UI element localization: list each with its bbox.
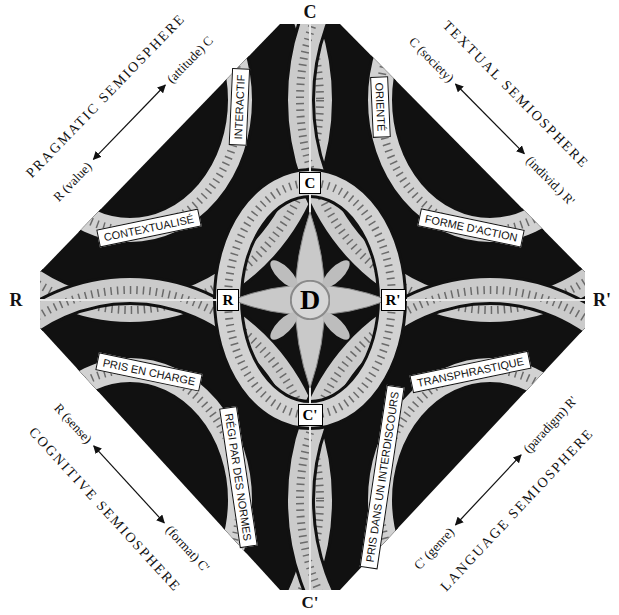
band [0,290,320,615]
band-texture [300,0,619,310]
band-texture [380,370,600,615]
pole-label: C' (genre) [410,524,456,572]
pole-label: (attitude) C [164,32,216,85]
band-outline [380,370,600,615]
band [228,183,392,415]
node-text: RÉGI PAR DES NORMES [223,413,254,542]
band-texture [0,290,320,615]
semiosphere-name: LANGUAGE SEMIOSPHERE [437,426,597,595]
band [300,290,619,615]
node-text: FORME D'ACTION [424,213,519,244]
node-text: PRIS EN CHARGE [102,356,197,387]
band-label-box: PRIS DANS UN INTERDISCOURS [359,385,404,570]
band-label-box: TRANSPHRASTIQUE [410,351,532,393]
pole-label: C (society) [406,34,457,85]
band-outline [300,0,619,310]
semiosphere-name: PRAGMATIC SEMIOSPHERE [23,10,189,181]
band-outline [20,0,240,230]
band [20,0,240,230]
node-text: C' [303,407,318,423]
band-texture [20,0,240,230]
node-text: ORIENTÉ [373,82,387,131]
band-label-box: ORIENTÉ [370,76,391,138]
node-text: TRANSPHRASTIQUE [416,355,525,389]
pole-label: (format) C' [163,522,213,575]
band [380,0,600,230]
band-outline [20,370,240,615]
band-texture [380,0,600,230]
band [0,0,320,310]
band-outline [0,290,320,615]
node-text: C [305,175,316,191]
band-outline [0,0,320,310]
node-text: CONTEXTUALISÉ [103,213,195,243]
band-texture [228,183,392,415]
center-node: D [290,280,330,320]
band-label-box: RÉGI PAR DES NORMES [219,406,258,548]
band-outline [300,290,619,615]
band-label-box: CONTEXTUALISÉ [96,209,201,248]
node-text: INTERACTIF [232,74,247,139]
band-label-box: PRIS EN CHARGE [95,352,203,391]
node-text: D [300,284,320,315]
pole-label: R (value) [50,159,95,204]
band-label-box: INTERACTIF [229,68,250,146]
axis-box: C [299,172,321,194]
band [300,0,619,310]
axis-letter: C [304,2,317,22]
axis-letter: C' [302,593,319,612]
band-outline [228,183,392,415]
band [380,370,600,615]
band [20,370,240,615]
axis-box: R [217,289,239,311]
axis-box: R' [381,289,406,311]
semiosphere-name: TEXTUAL SEMIOSPHERE [440,18,593,172]
band-texture [20,370,240,615]
axis-letter: R [10,290,23,310]
axis-letter: R' [593,290,611,310]
center-leaf [232,285,388,315]
pole-label: R (sense) [51,400,95,446]
band-texture [300,290,619,615]
node-text: R' [386,292,401,308]
band-texture [0,0,320,310]
axis-box: C' [298,404,323,426]
semiosphere-name: COGNITIVE SEMIOSPHERE [26,424,185,595]
node-text: R [223,292,234,308]
node-text: PRIS DANS UN INTERDISCOURS [363,391,400,563]
band-label-box: FORME D'ACTION [417,208,525,247]
band-outline [380,0,600,230]
